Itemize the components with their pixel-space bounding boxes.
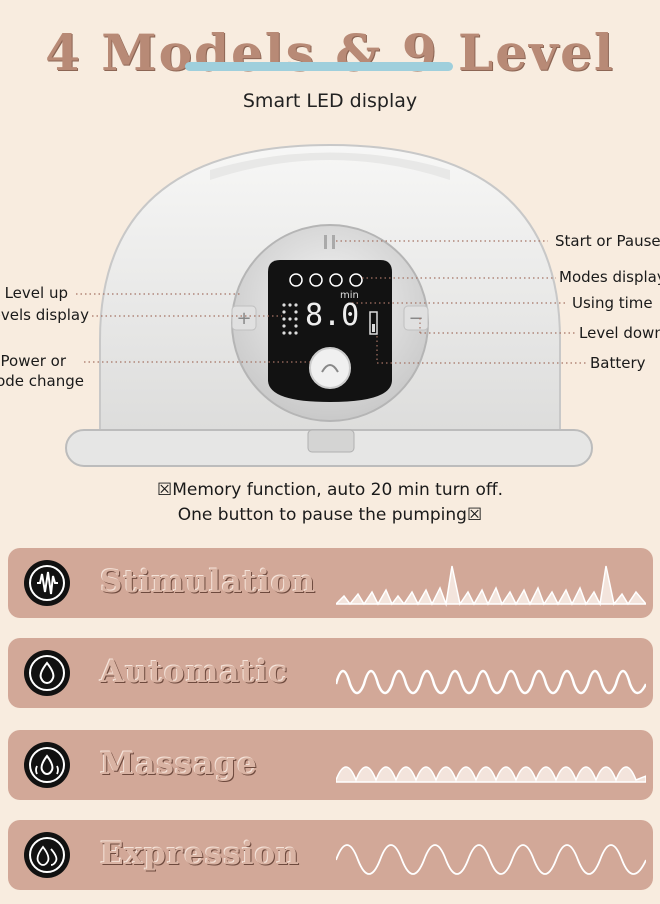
mode-panel-expression: Expression: [8, 820, 653, 890]
callout-level-down: Level down: [579, 324, 660, 342]
callout-modes-display: Modes display: [559, 268, 660, 286]
mode-panel-massage: Massage: [8, 730, 653, 800]
svg-text:−: −: [408, 308, 423, 329]
headline-title: 4 Models & 9 Level: [45, 23, 615, 82]
drop-massage-icon: [24, 742, 70, 788]
mode-label: Stimulation: [100, 564, 316, 600]
mode-label: Expression: [100, 836, 300, 872]
stimulation-waveform: [336, 565, 646, 607]
title-underline: [185, 62, 453, 71]
pump-device-illustration: + −: [65, 143, 593, 467]
double-drop-icon: [24, 832, 70, 878]
level-down-button: [403, 305, 429, 331]
mode-panel-automatic: Automatic: [8, 638, 653, 708]
power-button: [309, 347, 351, 389]
note-pause-pumping: One button to pause the pumping☒: [177, 505, 483, 525]
note-memory-function: ☒Memory function, auto 20 min turn off.: [156, 480, 504, 500]
level-up-button: [231, 305, 257, 331]
stimulation-wave-icon: [24, 560, 70, 606]
subtitle: Smart LED display: [242, 90, 418, 112]
mode-label: Massage: [100, 746, 258, 782]
battery-indicator: [369, 311, 378, 335]
callout-levels-display: Levels display: [0, 306, 89, 324]
callout-using-time: Using time: [572, 294, 653, 312]
automatic-waveform: [336, 669, 646, 695]
mode-panel-stimulation: Stimulation: [8, 548, 653, 618]
callout-battery: Battery: [590, 354, 646, 372]
callout-power-line1: Power or: [0, 352, 66, 370]
callout-power-line2: Mode change: [0, 372, 84, 390]
massage-waveform: [336, 766, 646, 783]
expression-waveform: [336, 844, 646, 875]
led-screen: [268, 260, 392, 402]
mode-label: Automatic: [100, 654, 289, 690]
svg-text:+: +: [236, 308, 251, 329]
drop-icon: [24, 650, 70, 696]
screen-digits: 8.0: [305, 298, 360, 333]
callout-level-up: Level up: [4, 284, 68, 302]
start-pause-button: [324, 235, 327, 249]
callout-start-pause: Start or Pause: [555, 232, 660, 250]
screen-unit-label: min: [340, 290, 359, 301]
